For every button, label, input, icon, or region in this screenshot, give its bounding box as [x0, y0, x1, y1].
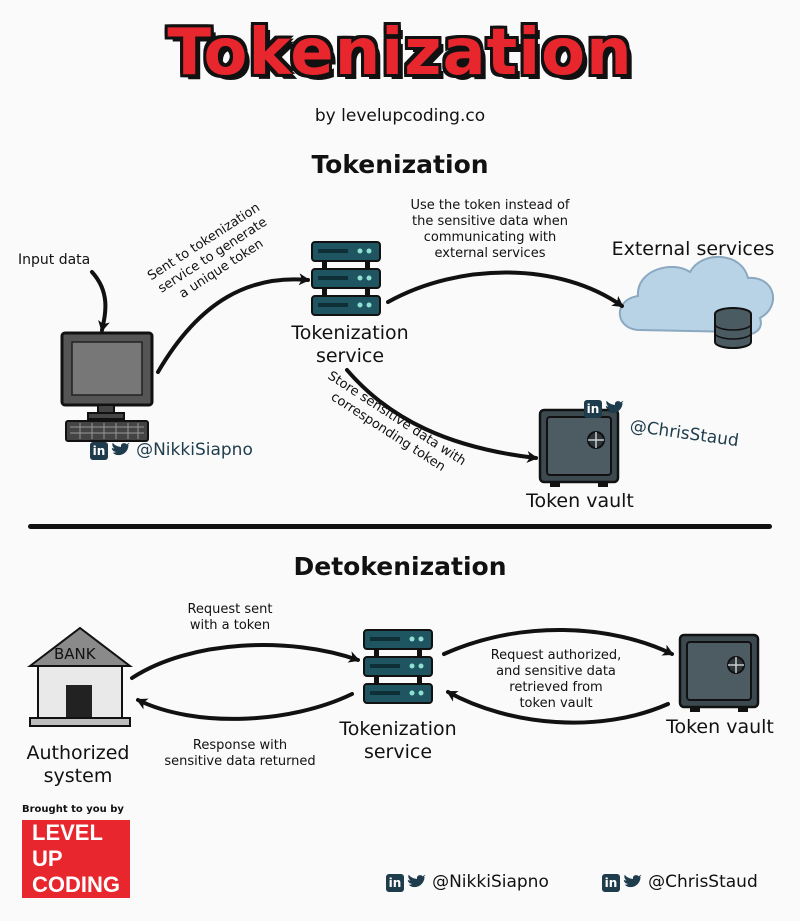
- computer-icon: [60, 331, 154, 442]
- byline: by levelupcoding.co: [314, 106, 486, 126]
- bank-text: BANK: [54, 645, 96, 663]
- brought-to-you-by: Brought to you by: [22, 804, 124, 815]
- section-divider: [28, 524, 772, 529]
- arrow-to-vault: [345, 368, 538, 463]
- arrow-response: [136, 692, 354, 721]
- twitter-icon[interactable]: [623, 874, 643, 892]
- response-note: Response with sensitive data returned: [164, 738, 316, 769]
- social-chris-icons: in: [584, 398, 625, 418]
- authorized-system-label: Authorized system: [26, 742, 130, 787]
- input-data-label: Input data: [18, 252, 91, 268]
- section-title-detokenization: Detokenization: [293, 552, 507, 581]
- arrow-to-service: [156, 273, 310, 374]
- request-note: Request sent with a token: [187, 602, 273, 633]
- vault-icon: [678, 633, 760, 714]
- detok-vault-label: Token vault: [666, 716, 774, 738]
- linkedin-icon[interactable]: in: [602, 873, 620, 892]
- arrow-request: [130, 643, 360, 680]
- linkedin-icon[interactable]: in: [90, 441, 108, 460]
- cloud-database-icon: [618, 256, 775, 349]
- token-vault-label: Token vault: [526, 490, 634, 512]
- footer-social-nikki: in @NikkiSiapno: [386, 872, 549, 892]
- server-icon: [363, 629, 433, 704]
- external-services-label: External services: [611, 238, 775, 260]
- footer-handle-nikki[interactable]: @NikkiSiapno: [432, 872, 549, 892]
- vault-icon: [538, 408, 620, 489]
- bank-icon: [27, 626, 133, 727]
- page-title: Tokenization: [167, 16, 633, 90]
- social-nikki: in @NikkiSiapno: [90, 440, 253, 460]
- authorized-note: Request authorized, and sensitive data r…: [490, 648, 622, 711]
- arrow-to-external: [386, 270, 624, 308]
- twitter-icon[interactable]: [605, 400, 625, 418]
- tokenization-service-label: Tokenization service: [291, 322, 409, 367]
- linkedin-icon[interactable]: in: [386, 873, 404, 892]
- arrow-to-vault-detok: [442, 628, 674, 656]
- arrow-input: [90, 270, 110, 332]
- footer-handle-chris[interactable]: @ChrisStaud: [648, 872, 758, 892]
- section-title-tokenization: Tokenization: [311, 150, 489, 179]
- footer-social-chris: in @ChrisStaud: [602, 872, 758, 892]
- arrow-from-vault: [446, 690, 670, 725]
- server-icon: [311, 241, 381, 316]
- twitter-icon[interactable]: [111, 442, 131, 460]
- detok-service-label: Tokenization service: [339, 718, 457, 763]
- twitter-icon[interactable]: [407, 874, 427, 892]
- use-token-note: Use the token instead of the sensitive d…: [410, 198, 570, 261]
- level-up-coding-logo[interactable]: LEVEL UP CODING: [22, 820, 130, 898]
- handle-nikki[interactable]: @NikkiSiapno: [136, 440, 253, 460]
- linkedin-icon[interactable]: in: [584, 399, 602, 418]
